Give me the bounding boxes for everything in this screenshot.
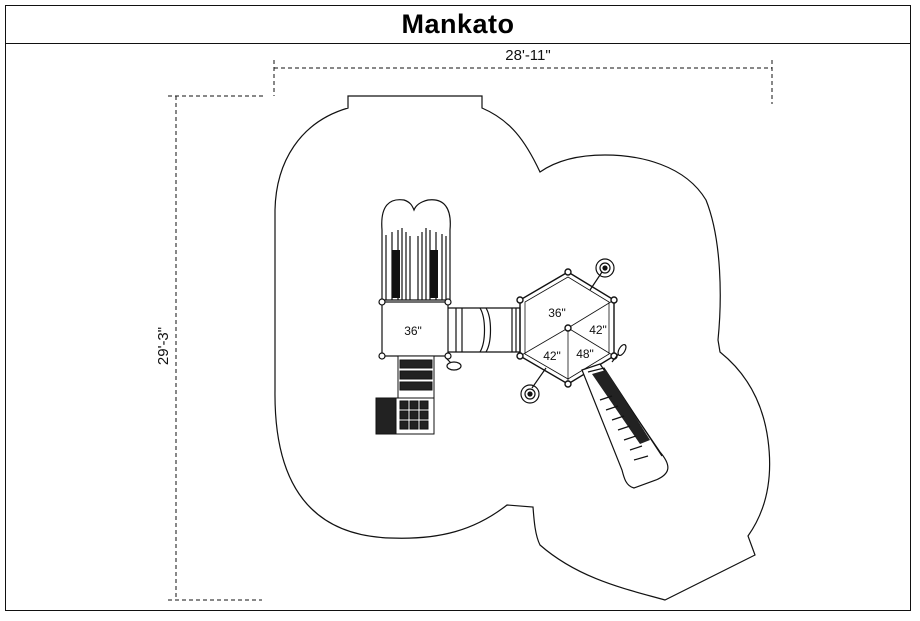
- hex-deck: [516, 268, 618, 388]
- left-deck-height: 36": [404, 324, 422, 338]
- page-title: Mankato: [401, 9, 515, 39]
- spinner-icon: [520, 367, 547, 404]
- hex-bottom-height: 48": [576, 347, 594, 361]
- height-label: 29'-3": [155, 327, 172, 365]
- step-climber: [375, 355, 435, 435]
- left-roof: [381, 199, 451, 301]
- hex-left-height: 42": [543, 349, 561, 363]
- hex-right-height: 42": [589, 323, 607, 337]
- hex-top-height: 36": [548, 306, 566, 320]
- handle-icon: [611, 343, 627, 363]
- spinner-icon: [589, 258, 615, 291]
- drawing-frame: Mankato: [5, 5, 911, 611]
- title-bar: Mankato: [6, 6, 910, 44]
- slide: [581, 363, 669, 489]
- left-deck: [378, 298, 452, 360]
- width-label: 28'-11": [505, 47, 550, 64]
- steering-wheel-icon: [445, 357, 462, 371]
- tunnel-bridge: [448, 307, 521, 353]
- use-zone-outline: [274, 95, 771, 601]
- width-dimension: [273, 60, 773, 104]
- height-dimension: [168, 95, 266, 601]
